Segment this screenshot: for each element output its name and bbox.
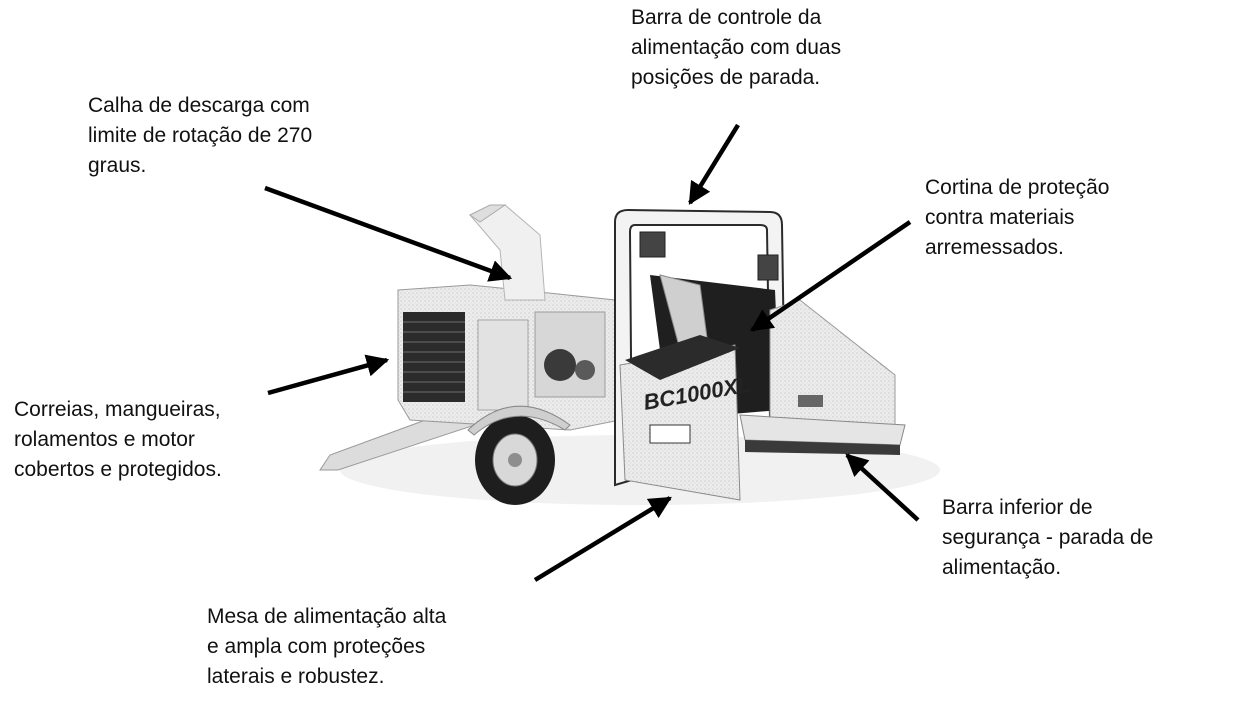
feed-hood-light-left [639,231,666,258]
feed-hood-frame [614,208,787,487]
arrow-barra-controle [688,123,740,205]
callout-covered-components: Correias, mangueiras, rolamentos e motor… [14,398,222,481]
chute-deflector [469,204,507,223]
arrow-cortina [750,220,912,332]
callout-discharge-chute: Calha de descarga com limite de rotação … [88,94,313,177]
wheel-hub [508,453,522,467]
radiator-fins [403,321,465,393]
warning-decal [649,424,691,444]
hopper-light [798,395,823,407]
drive-hub [575,360,595,380]
arrow-barra-inferior [845,453,920,522]
side-panel [477,319,529,411]
arrow-correias [267,354,390,396]
callout-bottom-safety-bar: Barra inferior de segurança - parada de … [942,496,1154,579]
feed-hood-light-right [757,254,779,281]
callout-feed-table: Mesa de alimentação alta e ampla com pro… [207,605,447,688]
fender [467,405,571,436]
drive-pulley [544,349,576,381]
hopper-stripe [625,335,740,380]
callout-feed-control-bar: Barra de controle da alimentação com dua… [631,6,842,89]
arrow-calha [264,185,513,282]
radiator-grille [403,312,465,402]
arrow-mesa [533,496,672,582]
callout-safety-curtain: Cortina de proteção contra materiais arr… [925,176,1110,259]
feed-table-wing [769,299,896,431]
bottom-safety-bar [745,440,900,455]
callout-arrows [264,123,920,582]
